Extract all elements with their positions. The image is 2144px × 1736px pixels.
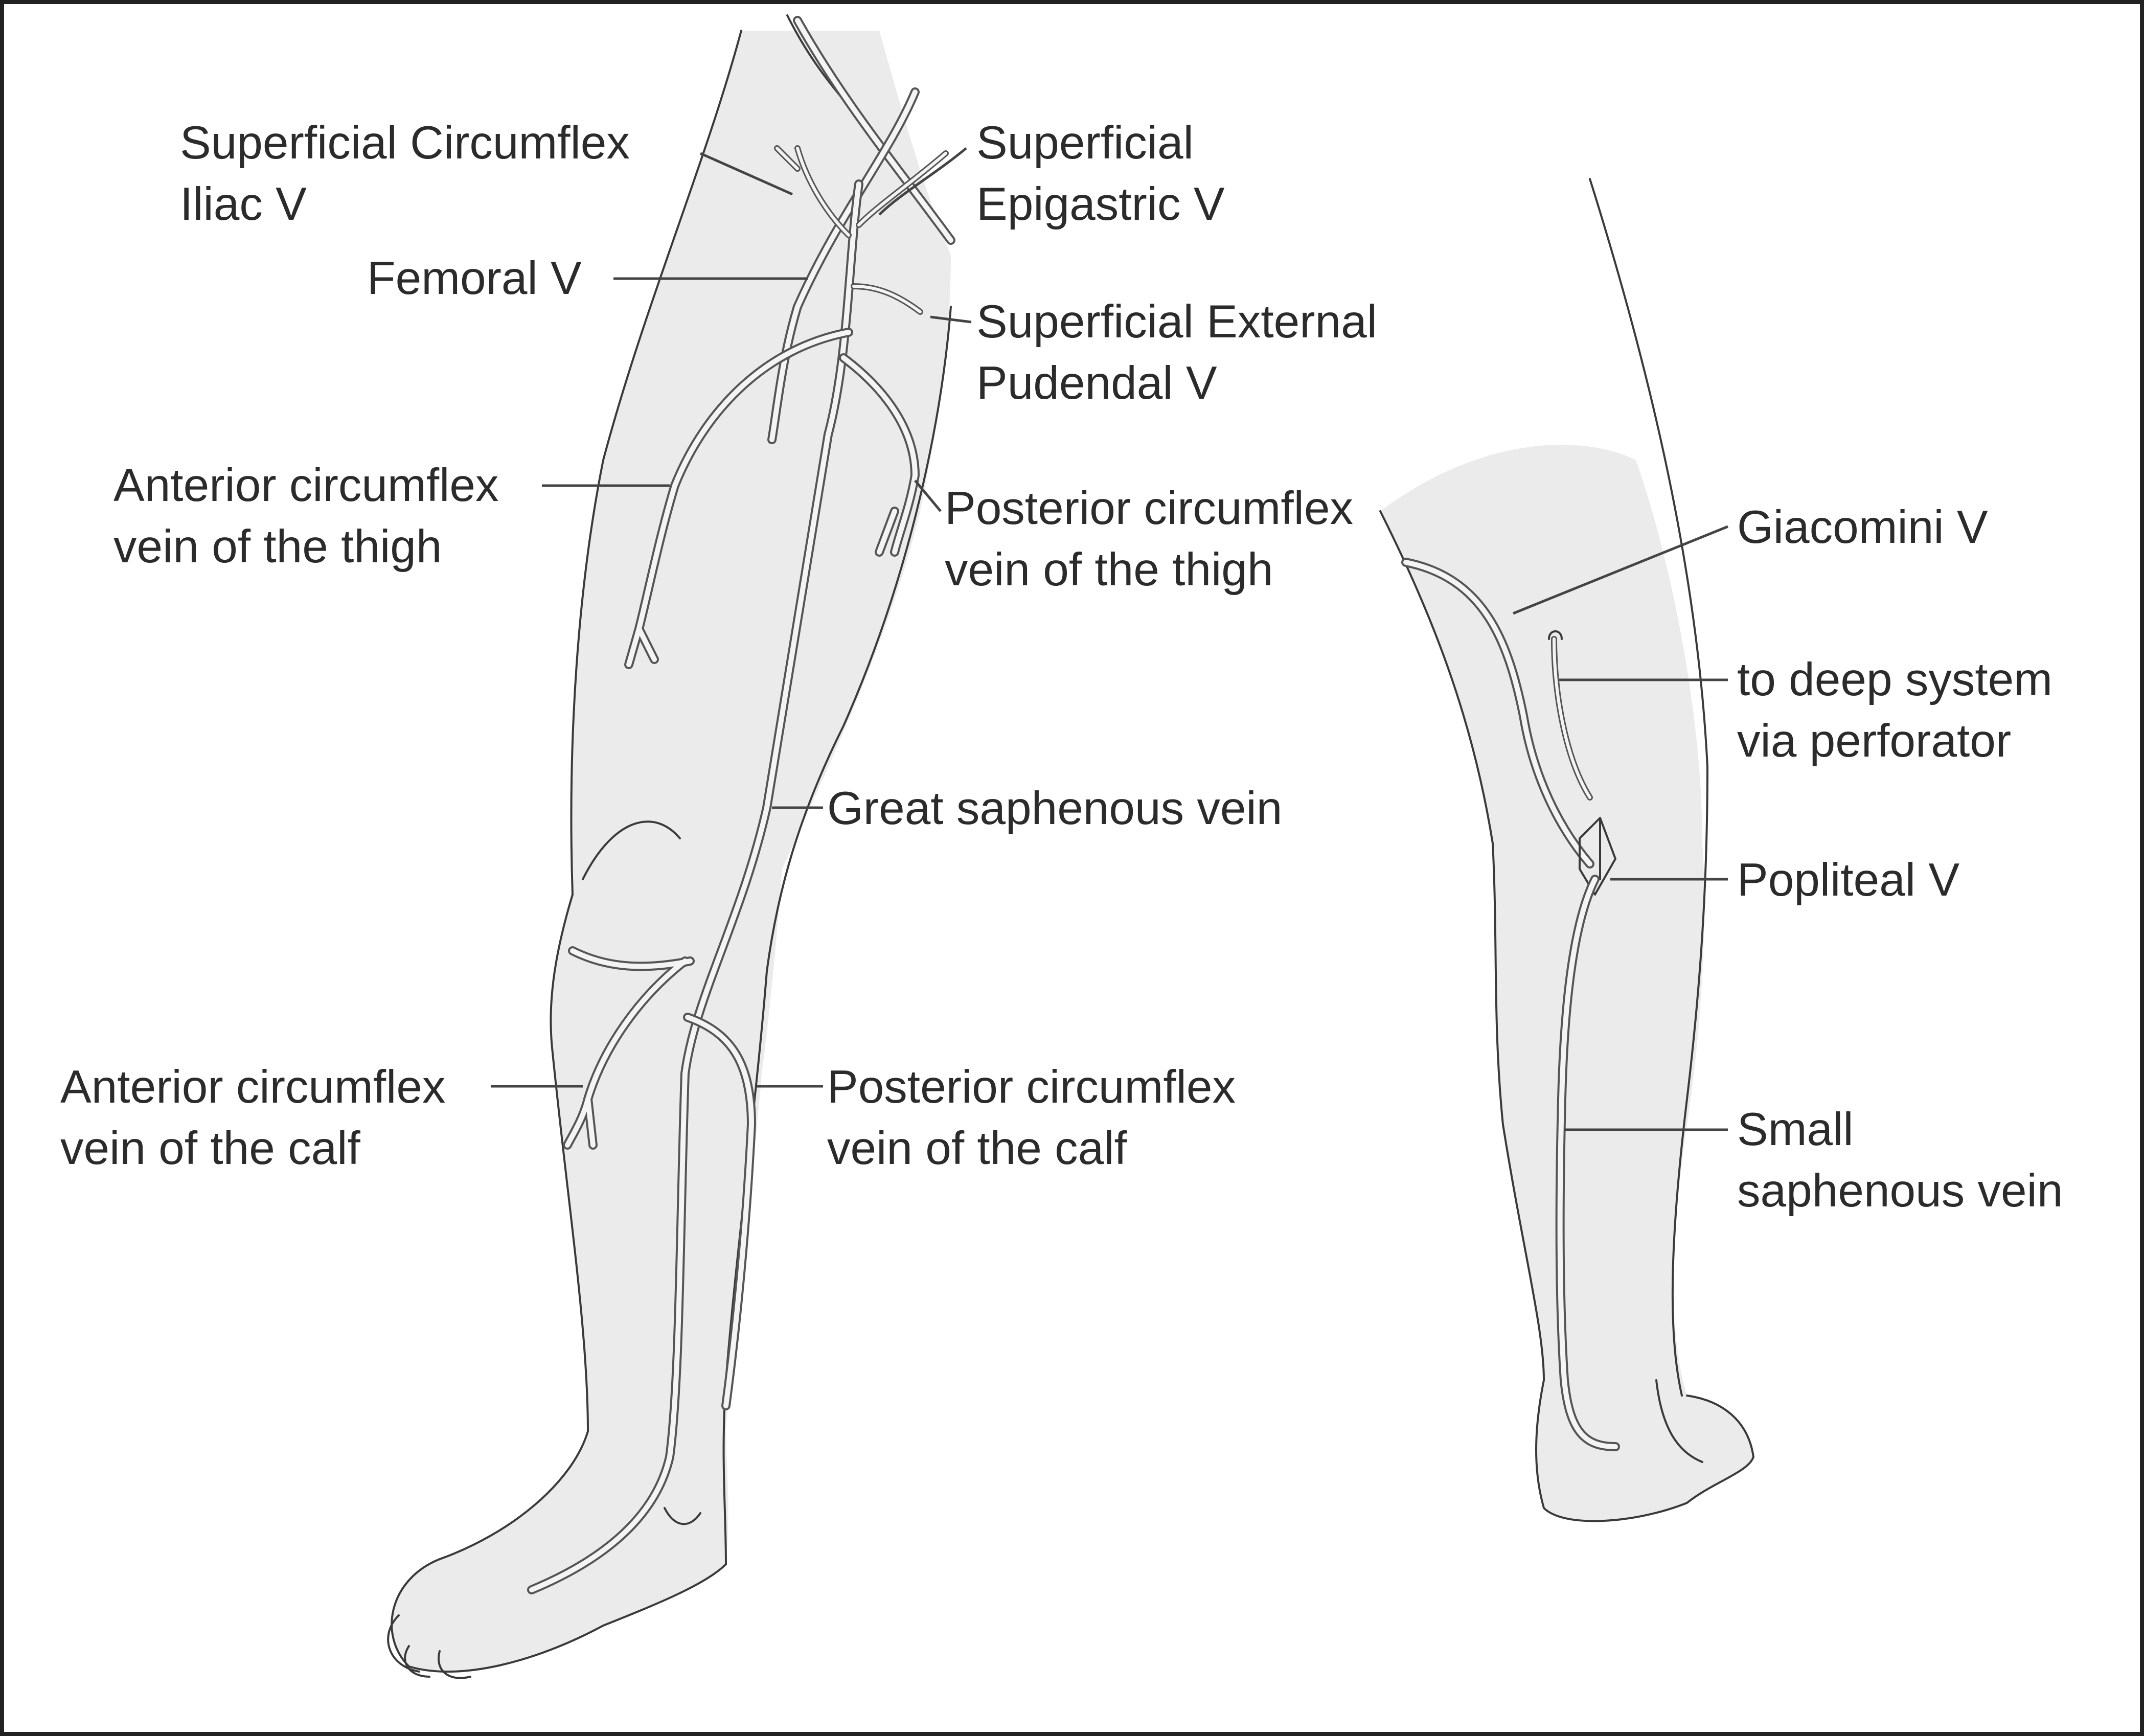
label-posterior-circumflex-calf: Posterior circumflex vein of the calf [827, 1061, 1248, 1174]
label-femoral-v: Femoral V [367, 253, 582, 304]
label-popliteal-v: Popliteal V [1737, 854, 1959, 906]
leader-posterior-circumflex-thigh [914, 479, 942, 512]
leader-superficial-circumflex-iliac [699, 152, 793, 196]
label-great-saphenous-vein: Great saphenous vein [827, 783, 1282, 834]
popliteal-junction [1579, 817, 1616, 896]
anterior-leg-skin [392, 31, 951, 1672]
posterior-leg-outline-medial [1589, 178, 1708, 1397]
perforator-end [1548, 630, 1563, 640]
label-anterior-circumflex-thigh: Anterior circumflex vein of the thigh [113, 460, 512, 573]
leader-superficial-external-pudendal [930, 315, 972, 324]
label-anterior-circumflex-calf: Anterior circumflex vein of the calf [60, 1061, 459, 1174]
labels: Superficial Circumflex Iliac V Superfici… [60, 117, 2065, 1217]
leader-giacomini [1513, 525, 1728, 615]
label-giacomini-v: Giacomini V [1737, 501, 1988, 553]
anterior-knee-outline [582, 820, 701, 1525]
toes-outline [387, 1614, 471, 1679]
label-to-deep-system: to deep system via perforator [1737, 654, 2065, 767]
leader-lines [491, 147, 1728, 1131]
anterior-leg [387, 14, 955, 1679]
label-posterior-circumflex-thigh: Posterior circumflex vein of the thigh [945, 483, 1366, 596]
label-superficial-circumflex-iliac-v: Superficial Circumflex Iliac V [180, 117, 643, 230]
posterior-leg [1379, 178, 1754, 1522]
leader-superficial-epigastric [878, 147, 967, 216]
anterior-leg-outline-lateral [391, 30, 742, 1673]
posterior-heel-outline [1655, 1379, 1703, 1463]
label-small-saphenous-vein: Small saphenous vein [1737, 1104, 2063, 1217]
posterior-leg-outline-lateral [1379, 510, 1754, 1522]
label-superficial-epigastric-v: Superficial Epigastric V [976, 117, 1225, 230]
label-superficial-external-pudendal-v: Superficial External Pudendal V [976, 296, 1390, 409]
